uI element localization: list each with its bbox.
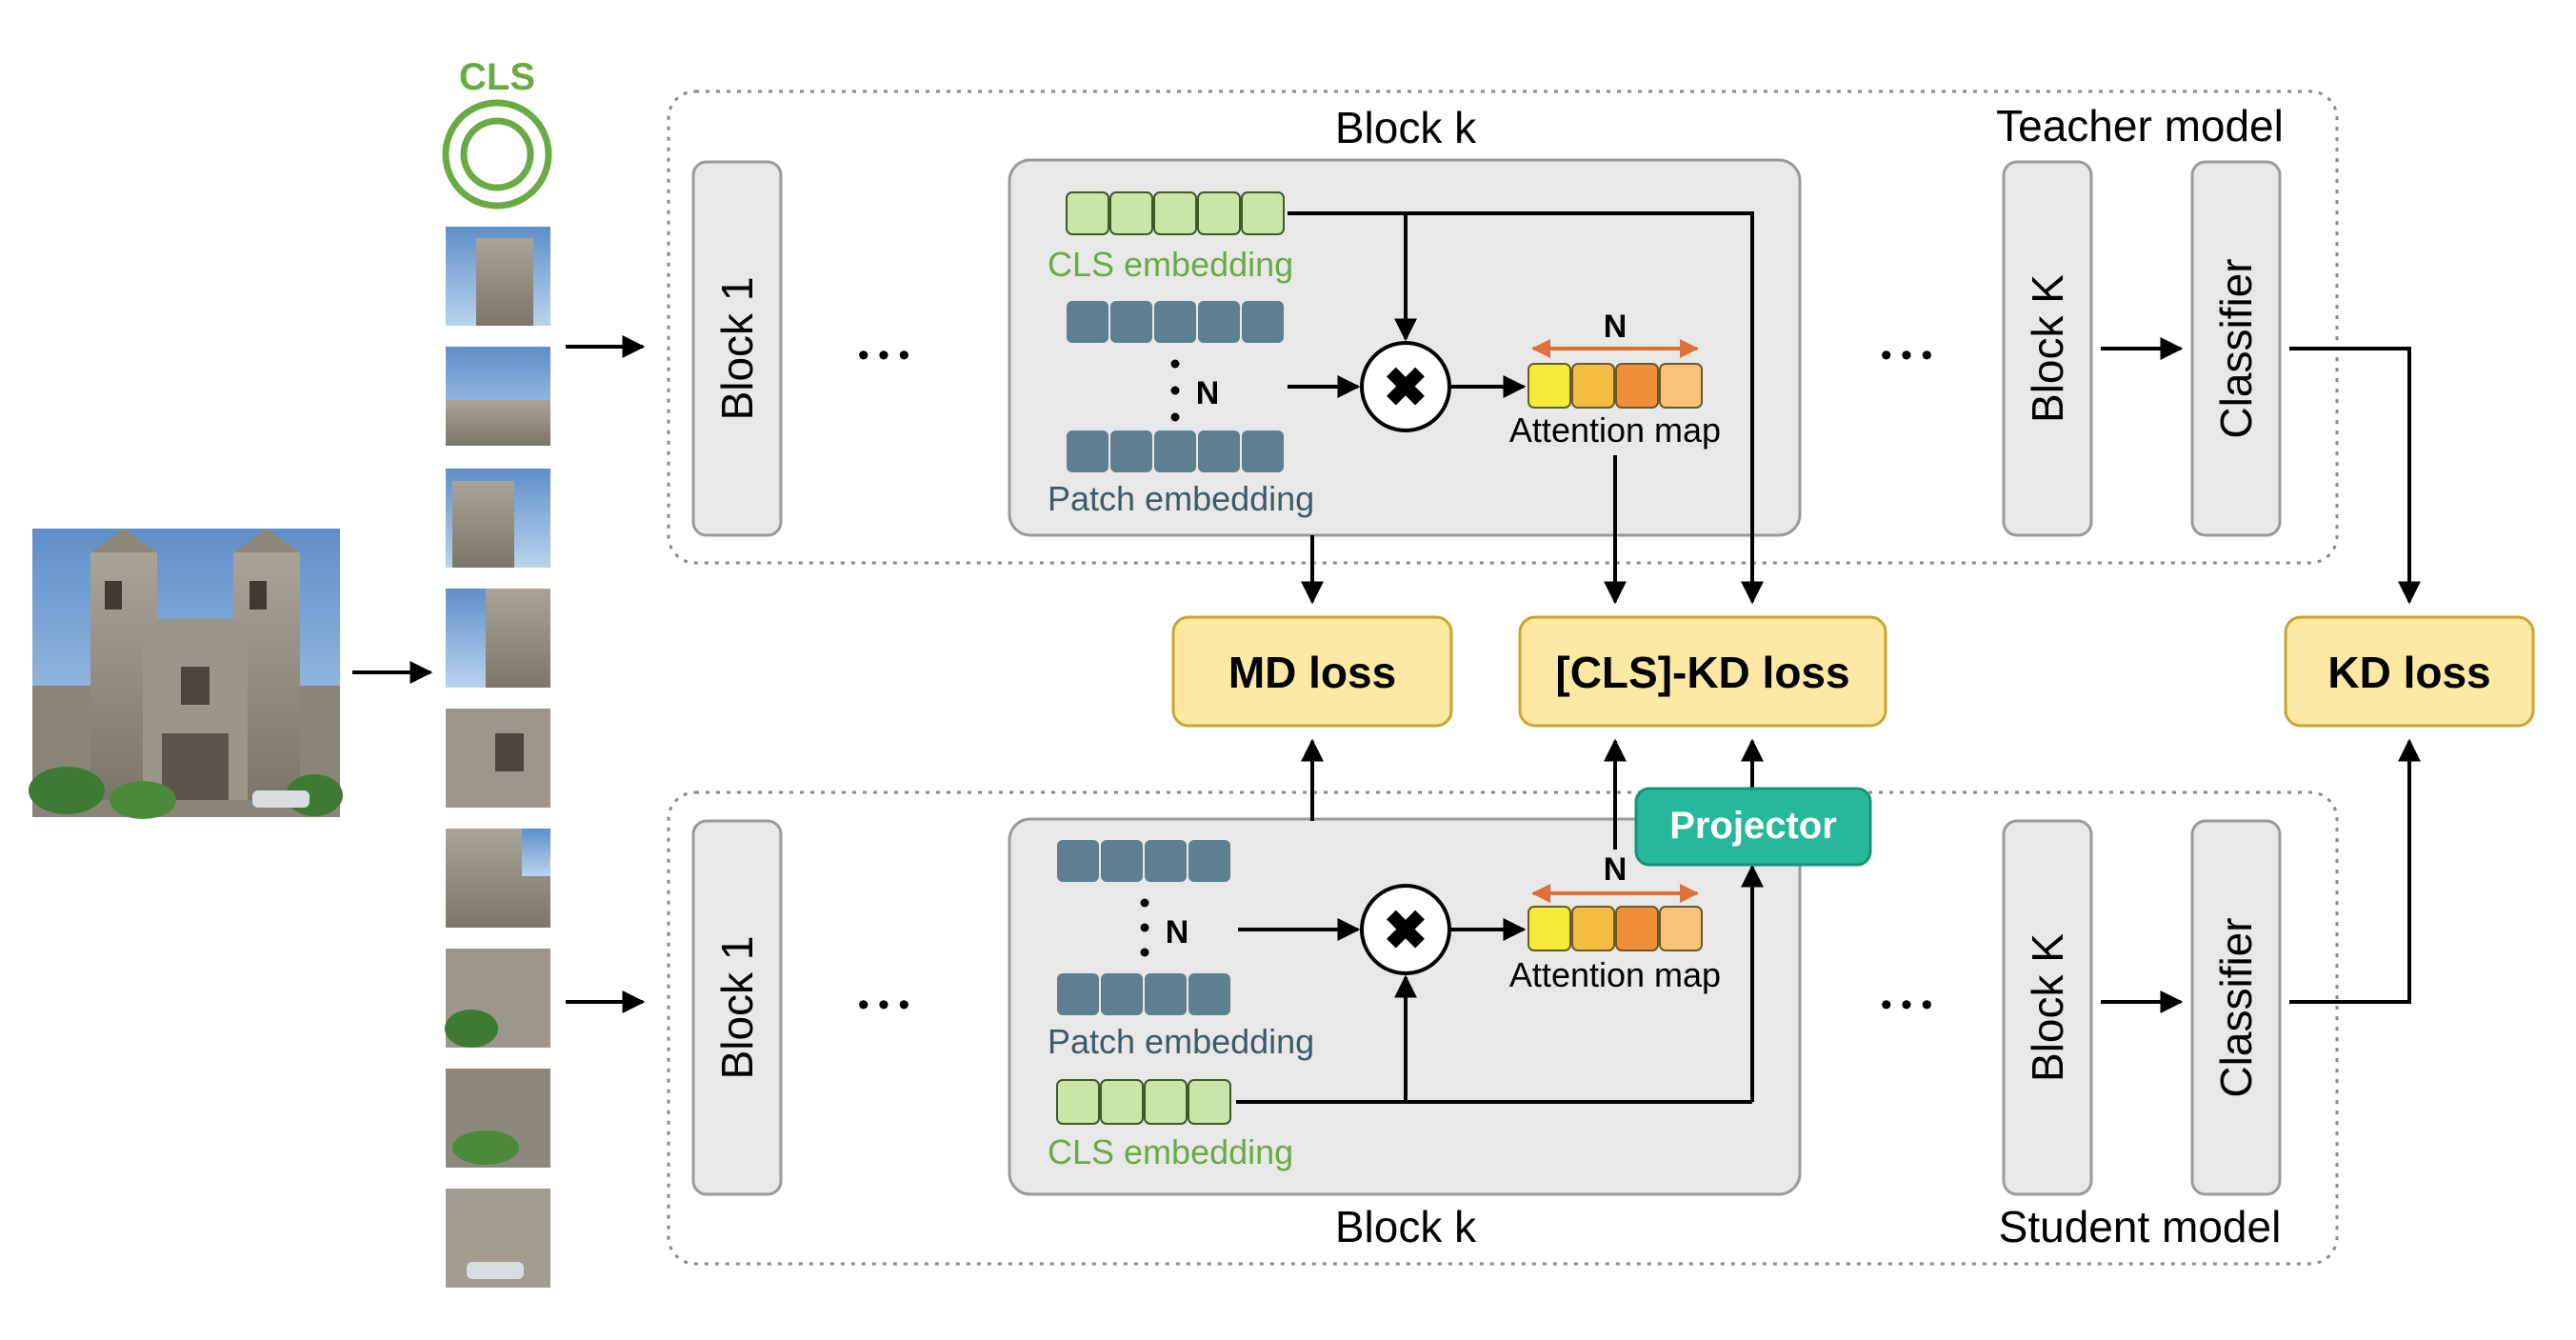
student-block-K [2002, 819, 2093, 1196]
teacher-cls-to-cls-kd-arrow [1288, 211, 1764, 605]
student-classifier-to-kd-loss-arrow [2289, 738, 2421, 1004]
projector-label: Projector [1669, 805, 1837, 847]
teacher-classifier-to-kd-loss-arrow [2289, 347, 2421, 605]
teacher-ellipsis-right: • • • [1881, 337, 1933, 373]
input-image [29, 529, 343, 819]
teacher-classifier [2190, 160, 2282, 537]
student-ellipsis-right: • • • [1881, 987, 1933, 1023]
teacher-model: Teacher model Block 1 • • • Block k CLS … [667, 90, 2339, 565]
teacher-vertical-dots-icon [1170, 359, 1180, 422]
kd-loss-label: KD loss [2327, 648, 2490, 697]
cls-kd-loss-label: [CLS]-KD loss [1555, 648, 1849, 697]
student-classifier [2190, 819, 2282, 1196]
student-vertical-dots-icon [1140, 898, 1149, 957]
teacher-attention-map-cells [1528, 363, 1703, 409]
md-loss-label: MD loss [1228, 648, 1396, 697]
teacher-model-label: Teacher model [1996, 101, 2284, 150]
teacher-block-k-title: Block k [1335, 103, 1477, 152]
teacher-cls-embedding-cells [1066, 191, 1285, 235]
teacher-cls-embedding-label: CLS embedding [1048, 245, 1293, 284]
teacher-attention-n-label: N [1604, 309, 1627, 345]
teacher-block-1-label: Block 1 [712, 277, 762, 421]
student-attention-map-label: Attention map [1509, 955, 1721, 994]
student-model: Student model Block 1 • • • Block k N Pa… [667, 790, 2339, 1266]
teacher-ellipsis-left: • • • [858, 337, 910, 373]
student-n-label: N [1166, 914, 1189, 950]
teacher-patch-embedding-top-cells [1067, 301, 1284, 343]
teacher-classifier-label: Classifier [2211, 258, 2261, 438]
kd-loss-box: KD loss [2284, 615, 2535, 728]
student-block-K-label: Block K [2023, 933, 2072, 1082]
patch-tile [446, 469, 550, 568]
md-loss-box: MD loss [1171, 615, 1453, 728]
student-classifier-label: Classifier [2211, 917, 2261, 1097]
teacher-n-label: N [1196, 375, 1220, 411]
student-cls-embedding-cells [1056, 1079, 1231, 1125]
student-model-border [667, 790, 2339, 1266]
student-model-label: Student model [1999, 1202, 2282, 1251]
cls-token: CLS [442, 56, 552, 210]
patch-tile [446, 589, 550, 688]
patch-tile [446, 1069, 550, 1168]
student-block-k-title: Block k [1335, 1202, 1477, 1251]
patch-tile [445, 949, 550, 1048]
teacher-patch-embedding-bottom-cells [1067, 430, 1284, 472]
teacher-patch-embedding-label: Patch embedding [1048, 479, 1314, 518]
teacher-block-1 [691, 160, 783, 537]
student-patch-embedding-top-cells [1057, 840, 1230, 882]
teacher-attention-map-label: Attention map [1509, 410, 1721, 450]
patch-tile [446, 227, 550, 326]
student-patch-embedding-label: Patch embedding [1048, 1022, 1314, 1061]
image-patches [445, 227, 550, 1288]
student-block-1 [691, 819, 783, 1196]
teacher-block-K-label: Block K [2023, 274, 2072, 423]
patch-tile [446, 347, 550, 446]
student-multiply-symbol: ✖ [1384, 900, 1428, 960]
cls-token-label: CLS [459, 56, 535, 98]
student-attention-n-label: N [1604, 851, 1627, 888]
projector-box: Projector [1634, 787, 1872, 867]
student-attention-map-cells [1528, 906, 1703, 951]
student-cls-embedding-label: CLS embedding [1048, 1132, 1293, 1171]
teacher-model-border [667, 90, 2339, 565]
student-patch-embedding-bottom-cells [1057, 973, 1230, 1015]
student-multiply-icon [1360, 884, 1451, 975]
teacher-block-K [2002, 160, 2093, 537]
student-ellipsis-left: • • • [858, 987, 910, 1023]
student-block-1-label: Block 1 [712, 936, 762, 1080]
patch-tile [446, 829, 550, 928]
cls-kd-loss-box: [CLS]-KD loss [1518, 615, 1887, 728]
patch-tile [446, 1189, 550, 1288]
teacher-multiply-icon [1360, 341, 1451, 432]
teacher-multiply-symbol: ✖ [1384, 357, 1428, 417]
patch-tile [446, 709, 550, 808]
